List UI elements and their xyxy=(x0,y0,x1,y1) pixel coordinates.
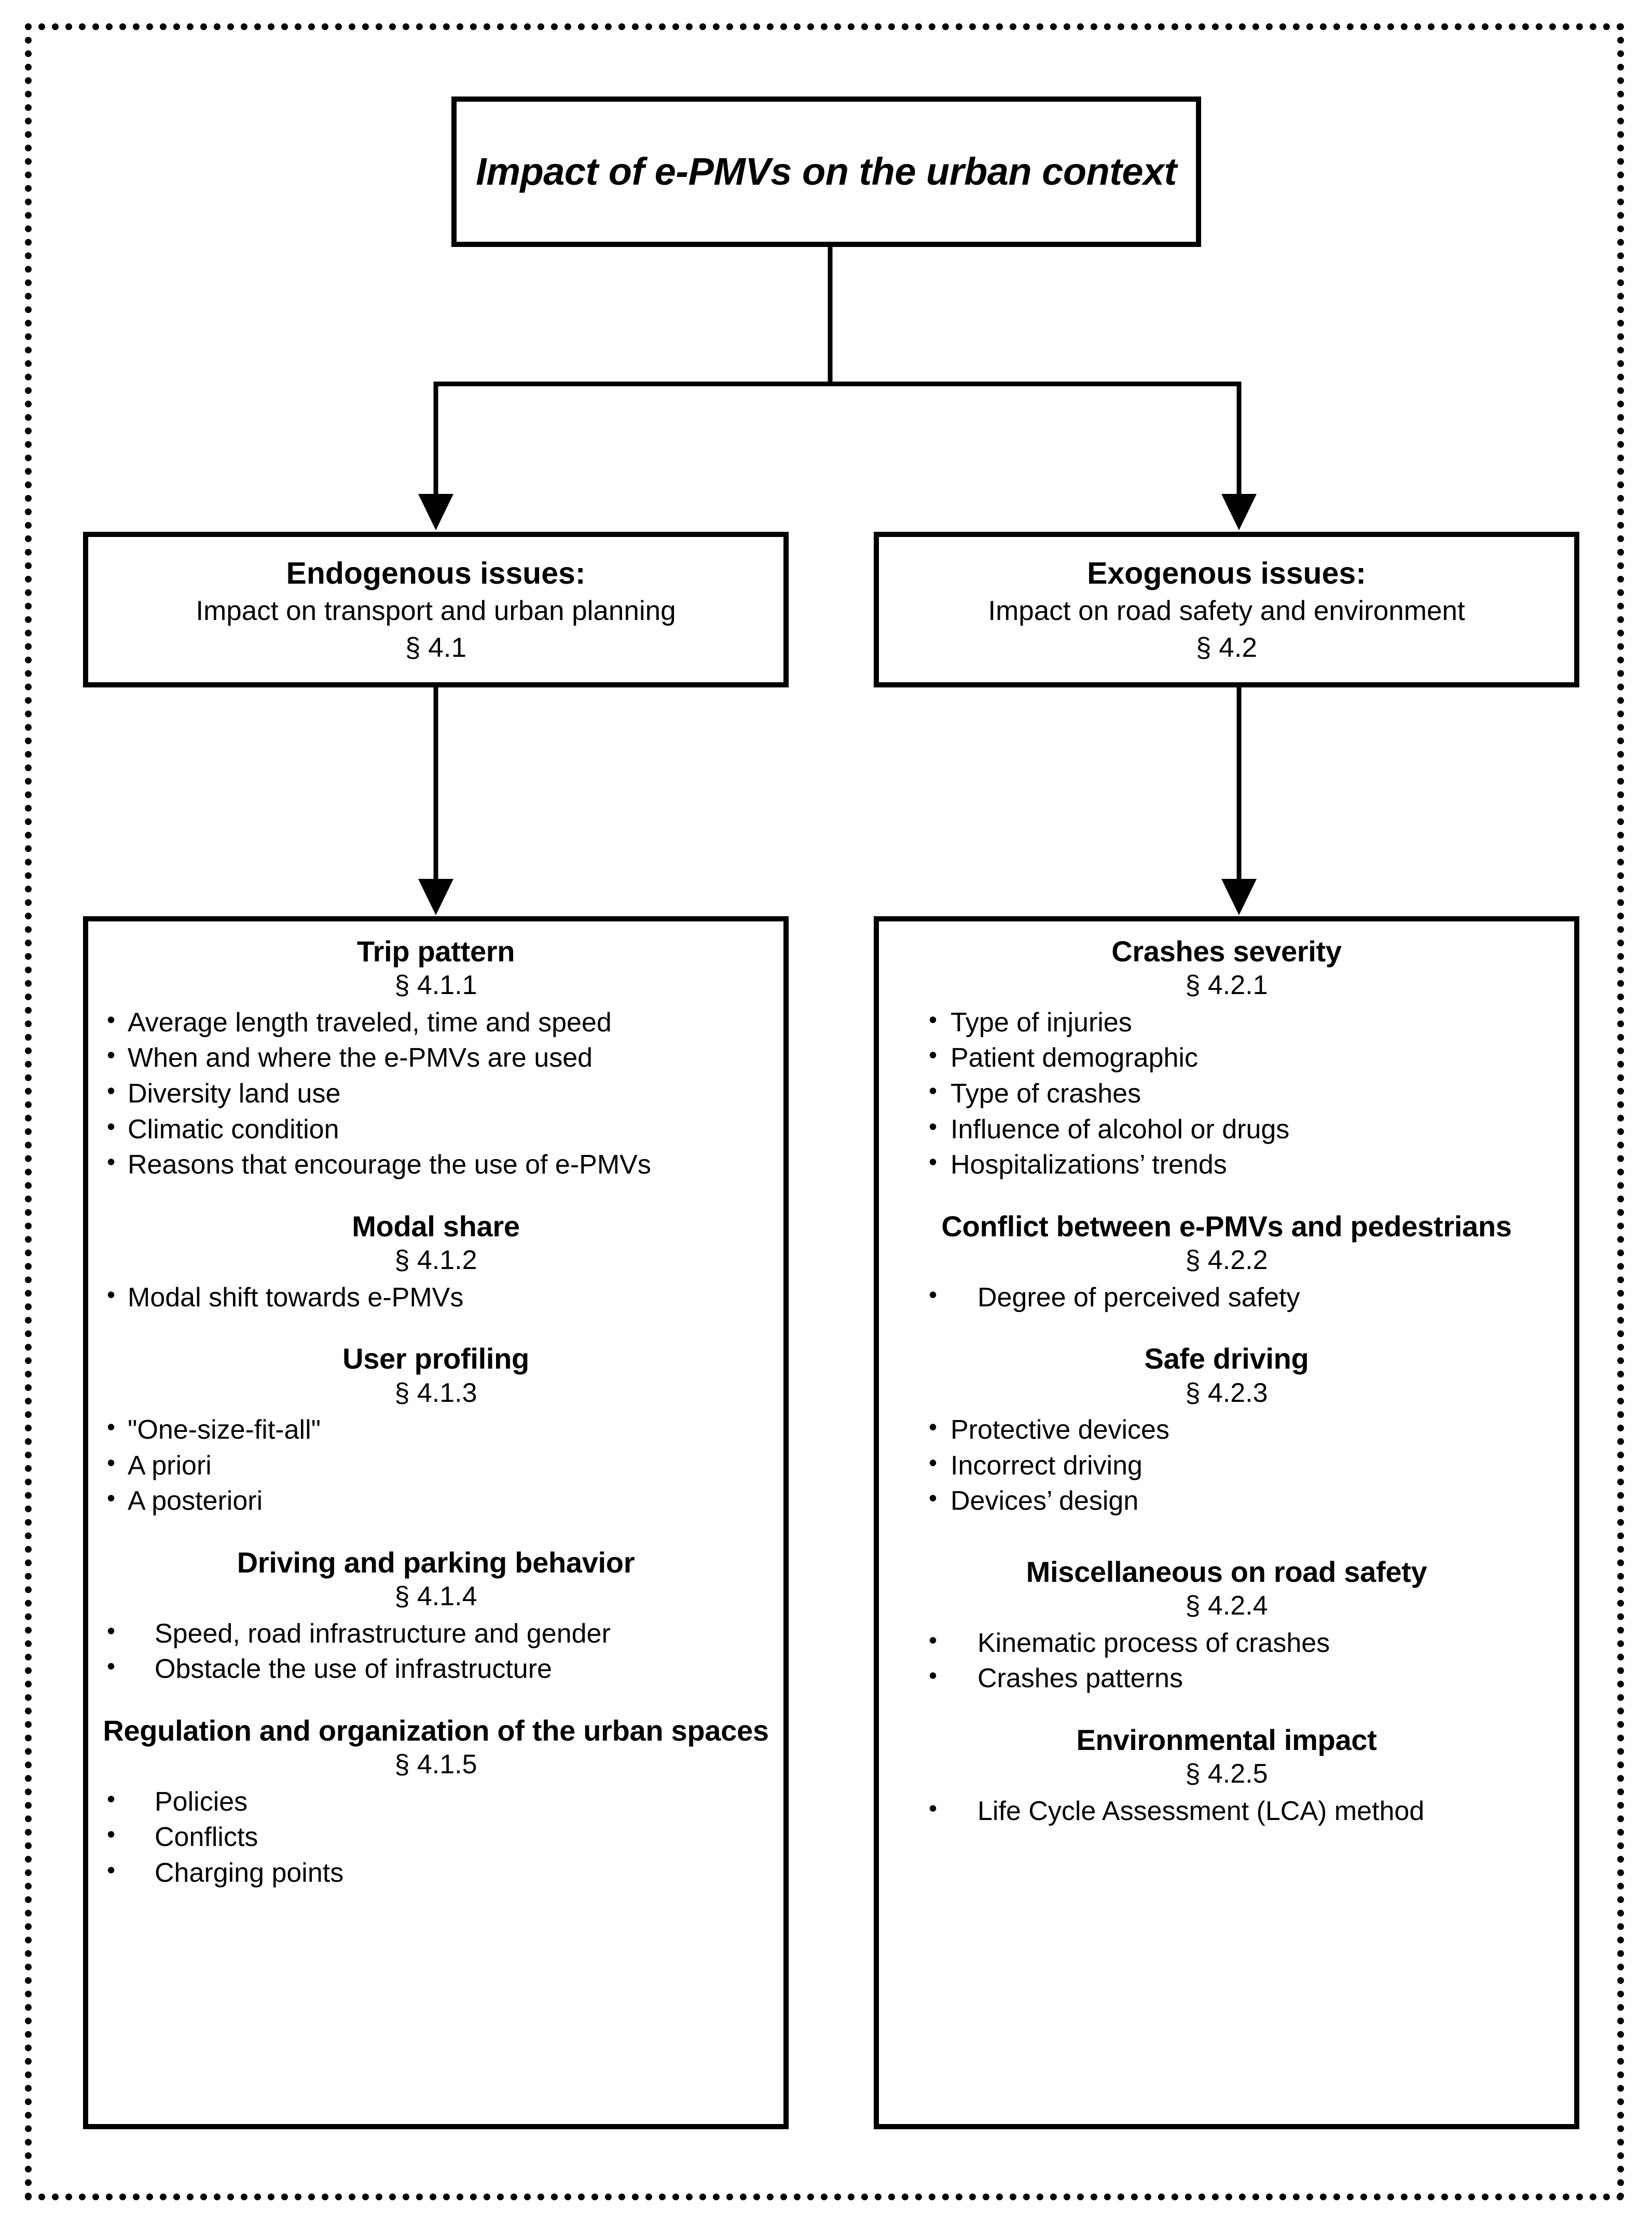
subsection-title: User profiling xyxy=(342,1342,529,1375)
list-item: Devices’ design xyxy=(888,1482,1565,1519)
subsection-section-ref: § 4.1.4 xyxy=(394,1581,477,1612)
list-item: Incorrect driving xyxy=(888,1447,1565,1484)
subsection-bullet-list: Kinematic process of crashesCrashes patt… xyxy=(888,1624,1565,1697)
subsection-title: Safe driving xyxy=(1144,1342,1309,1375)
list-item: Modal shift towards e-PMVs xyxy=(98,1279,774,1316)
subsection-4-2-3: Safe driving§ 4.2.3Protective devicesInc… xyxy=(888,1342,1565,1519)
subsection-title: Miscellaneous on road safety xyxy=(1026,1555,1427,1588)
subsection-bullet-list: Modal shift towards e-PMVs xyxy=(98,1279,774,1316)
list-item: Protective devices xyxy=(888,1411,1565,1448)
subsection-title: Driving and parking behavior xyxy=(237,1546,635,1579)
list-item: A posteriori xyxy=(98,1482,774,1519)
list-item: Degree of perceived safety xyxy=(888,1279,1565,1316)
list-item: When and where the e-PMVs are used xyxy=(98,1039,774,1076)
subsection-section-ref: § 4.2.4 xyxy=(1185,1591,1268,1621)
subsection-bullet-list: "One-size-fit-all"A prioriA posteriori xyxy=(98,1411,774,1519)
list-item: Policies xyxy=(98,1783,774,1820)
subsection-title: Trip pattern xyxy=(356,935,515,968)
subsection-bullet-list: PoliciesConflictsCharging points xyxy=(98,1783,774,1891)
subsection-bullet-list: Speed, road infrastructure and genderObs… xyxy=(98,1615,774,1687)
list-item: Patient demographic xyxy=(888,1039,1565,1076)
subsection-4-1-5: Regulation and organization of the urban… xyxy=(98,1714,774,1891)
subsection-4-2-1: Crashes severity§ 4.2.1Type of injuriesP… xyxy=(888,935,1565,1183)
subsection-title: Conflict between e-PMVs and pedestrians xyxy=(941,1209,1512,1243)
list-item: Hospitalizations’ trends xyxy=(888,1146,1565,1183)
subsection-4-2-5: Environmental impact§ 4.2.5Life Cycle As… xyxy=(888,1723,1565,1829)
node-exogenous-issues: Exogenous issues: Impact on road safety … xyxy=(874,532,1579,687)
list-item: "One-size-fit-all" xyxy=(98,1411,774,1448)
section-spacer xyxy=(98,1315,774,1342)
subsection-4-1-3: User profiling§ 4.1.3"One-size-fit-all"A… xyxy=(98,1342,774,1519)
subsection-title: Environmental impact xyxy=(1076,1723,1377,1756)
subsection-4-2-4: Miscellaneous on road safety§ 4.2.4Kinem… xyxy=(888,1555,1565,1697)
list-item: Influence of alcohol or drugs xyxy=(888,1111,1565,1148)
subsection-section-ref: § 4.1.3 xyxy=(394,1377,477,1408)
subsection-4-1-1: Trip pattern§ 4.1.1Average length travel… xyxy=(98,935,774,1183)
subsection-4-1-2: Modal share§ 4.1.2Modal shift towards e-… xyxy=(98,1210,774,1315)
list-item: Kinematic process of crashes xyxy=(888,1624,1565,1661)
section-spacer xyxy=(888,1519,1565,1555)
section-spacer xyxy=(888,1315,1565,1342)
page-title: Impact of e-PMVs on the urban context xyxy=(476,150,1177,194)
list-item: Reasons that encourage the use of e-PMVs xyxy=(98,1146,774,1183)
root-node-title-box: Impact of e-PMVs on the urban context xyxy=(451,96,1201,247)
list-item: Average length traveled, time and speed xyxy=(98,1004,774,1041)
list-item: A priori xyxy=(98,1447,774,1484)
list-item: Conflicts xyxy=(98,1818,774,1855)
list-item: Diversity land use xyxy=(98,1075,774,1112)
subsection-section-ref: § 4.2.3 xyxy=(1185,1377,1268,1408)
section-spacer xyxy=(98,1519,774,1546)
subsection-section-ref: § 4.2.2 xyxy=(1185,1245,1268,1276)
subsection-section-ref: § 4.2.1 xyxy=(1185,970,1268,1001)
list-item: Type of crashes xyxy=(888,1075,1565,1112)
exogenous-heading: Exogenous issues: xyxy=(1087,556,1366,590)
endogenous-subheading: Impact on transport and urban planning xyxy=(196,595,676,626)
list-item: Life Cycle Assessment (LCA) method xyxy=(888,1792,1565,1829)
exogenous-subheading: Impact on road safety and environment xyxy=(988,595,1465,626)
list-item: Crashes patterns xyxy=(888,1660,1565,1697)
list-item: Charging points xyxy=(98,1854,774,1891)
subsection-bullet-list: Protective devicesIncorrect drivingDevic… xyxy=(888,1411,1565,1519)
list-item: Obstacle the use of infrastructure xyxy=(98,1650,774,1687)
subsection-title: Modal share xyxy=(352,1209,520,1243)
exogenous-section-ref: § 4.2 xyxy=(1196,632,1257,664)
endogenous-heading: Endogenous issues: xyxy=(286,556,586,590)
subsection-4-1-4: Driving and parking behavior§ 4.1.4Speed… xyxy=(98,1546,774,1687)
subsection-section-ref: § 4.1.2 xyxy=(394,1245,477,1276)
subsection-bullet-list: Degree of perceived safety xyxy=(888,1279,1565,1316)
subsection-bullet-list: Life Cycle Assessment (LCA) method xyxy=(888,1792,1565,1829)
list-item: Type of injuries xyxy=(888,1004,1565,1041)
node-exogenous-details: Crashes severity§ 4.2.1Type of injuriesP… xyxy=(874,916,1579,2129)
subsection-bullet-list: Average length traveled, time and speedW… xyxy=(98,1004,774,1183)
subsection-section-ref: § 4.1.5 xyxy=(394,1749,477,1780)
section-spacer xyxy=(888,1697,1565,1723)
list-item: Speed, road infrastructure and gender xyxy=(98,1615,774,1652)
subsection-title: Crashes severity xyxy=(1111,935,1342,968)
node-endogenous-details: Trip pattern§ 4.1.1Average length travel… xyxy=(83,916,789,2129)
subsection-section-ref: § 4.1.1 xyxy=(394,970,477,1001)
subsection-section-ref: § 4.2.5 xyxy=(1185,1759,1268,1789)
subsection-4-2-2: Conflict between e-PMVs and pedestrians§… xyxy=(888,1210,1565,1315)
subsection-title: Regulation and organization of the urban… xyxy=(103,1714,769,1747)
section-spacer xyxy=(98,1183,774,1210)
section-spacer xyxy=(888,1183,1565,1210)
subsection-bullet-list: Type of injuriesPatient demographicType … xyxy=(888,1004,1565,1183)
list-item: Climatic condition xyxy=(98,1111,774,1148)
section-spacer xyxy=(98,1687,774,1714)
endogenous-section-ref: § 4.1 xyxy=(405,632,466,664)
node-endogenous-issues: Endogenous issues: Impact on transport a… xyxy=(83,532,789,687)
